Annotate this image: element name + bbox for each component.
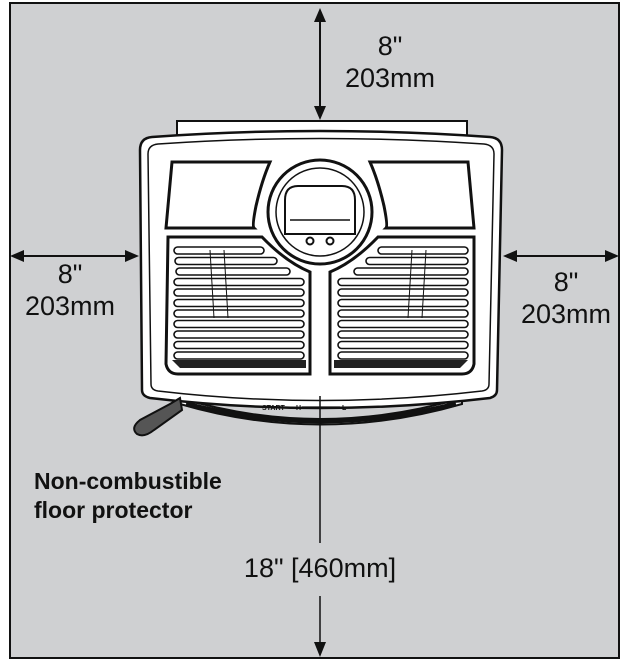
right-grille-base [334, 360, 468, 368]
left-clearance-mm: 203mm [24, 291, 116, 321]
left-grille-slat [173, 246, 265, 255]
left-arrow-head-in [125, 250, 139, 262]
right-grille-slat [337, 277, 469, 287]
top-clearance-label: 8" 203mm [320, 30, 460, 94]
front-clearance-label: 18" [460mm] [190, 552, 450, 584]
right-arrow-head-out [605, 250, 619, 262]
dial-start-label: START [262, 405, 286, 412]
right-grille-slat [337, 351, 469, 360]
right-grille-slat [337, 319, 469, 329]
dial-l-label: L [342, 405, 347, 412]
front-arrow-head [314, 642, 326, 657]
window-knob-right [325, 236, 335, 246]
floor-protector-line2: floor protector [34, 497, 193, 523]
top-right-vent [367, 160, 476, 230]
heat-tube-line [209, 249, 215, 319]
left-grille-slat [173, 330, 305, 339]
right-grille-slat [337, 330, 469, 339]
right-clearance-mm: 203mm [520, 299, 612, 329]
left-grille-base [172, 360, 306, 368]
window-knob-left [305, 236, 315, 246]
right-clearance-label: 8" 203mm [506, 266, 626, 330]
right-clearance-inches: 8" [553, 267, 579, 297]
dimension-arrows [10, 8, 619, 657]
floor-protector-label: Non-combustible floor protector [34, 467, 274, 525]
right-grille-slat [337, 340, 469, 350]
heat-tube-line [421, 249, 427, 319]
left-grille-slat [175, 267, 291, 276]
top-left-vent [164, 160, 273, 230]
left-grille-slat [173, 351, 305, 360]
right-grille-slat [365, 256, 469, 266]
top-clearance-mm: 203mm [344, 63, 436, 93]
left-clearance-inches: 8" [57, 259, 83, 289]
left-clearance-label: 8" 203mm [10, 258, 130, 322]
right-grille-slat [377, 246, 469, 255]
left-grille-slat [174, 256, 278, 266]
left-grille-slat [173, 319, 305, 329]
top-arrow-head-down [314, 106, 326, 120]
left-grille-slat [173, 277, 305, 287]
right-grille-slat [337, 309, 469, 318]
top-clearance-inches: 8" [377, 31, 403, 61]
stove-body-inner [147, 137, 495, 402]
grille-slats [173, 246, 469, 360]
heat-tube-line [407, 249, 413, 319]
floor-protector-line1: Non-combustible [34, 468, 222, 494]
right-grille-slat [337, 298, 469, 308]
left-grille-slat [173, 288, 305, 297]
dial-h-label: H [296, 405, 301, 412]
right-grille-slat [337, 288, 469, 297]
left-grille-slat [173, 340, 305, 350]
top-arrow-head-up [314, 8, 326, 22]
handle [133, 396, 184, 437]
left-grille-slat [173, 298, 305, 308]
heat-tube-line [223, 249, 229, 319]
right-arrow-head-in [503, 250, 517, 262]
center-window-glass [284, 185, 356, 235]
left-arrow-head-out [10, 250, 24, 262]
left-grille-slat [173, 309, 305, 318]
